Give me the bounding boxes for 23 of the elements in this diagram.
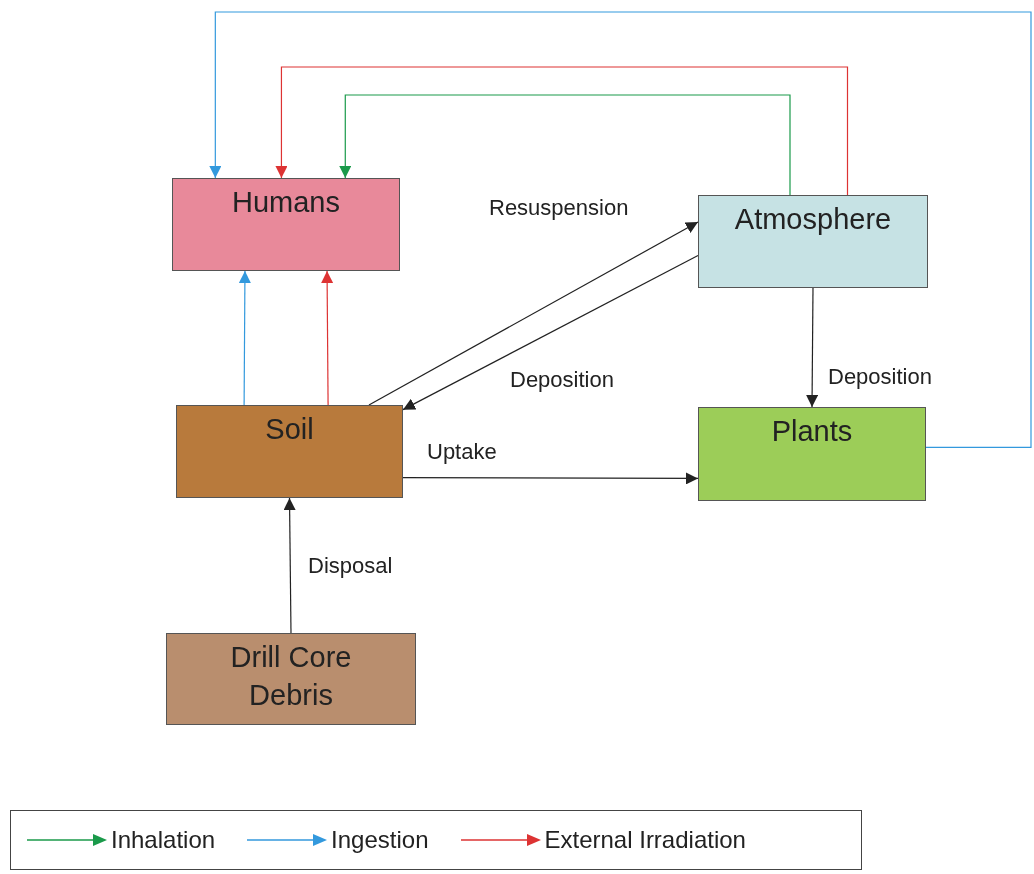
arrow [806, 287, 819, 408]
node-label: Soil [264, 412, 315, 447]
arrow [368, 221, 699, 406]
arrow [238, 270, 251, 406]
legend-label: Inhalation [111, 825, 216, 855]
node-label: Humans [231, 185, 341, 220]
arrow [209, 11, 1032, 449]
arrow [321, 270, 334, 406]
atmosphere-box [698, 195, 928, 288]
node-label: Atmosphere [733, 202, 893, 237]
arrow [275, 66, 849, 196]
plants-box [698, 407, 926, 501]
legend-label: Ingestion [331, 825, 429, 855]
legend-label: External Irradiation [544, 825, 746, 855]
node-label: Drill Core Debris [229, 640, 353, 713]
humans-box [172, 178, 400, 271]
node-label: Plants [770, 414, 854, 449]
arrow [339, 94, 791, 196]
debris-box [166, 633, 416, 725]
soil-box [176, 405, 403, 498]
arrow [402, 254, 699, 411]
arrow [283, 497, 296, 634]
arrow [402, 472, 699, 485]
